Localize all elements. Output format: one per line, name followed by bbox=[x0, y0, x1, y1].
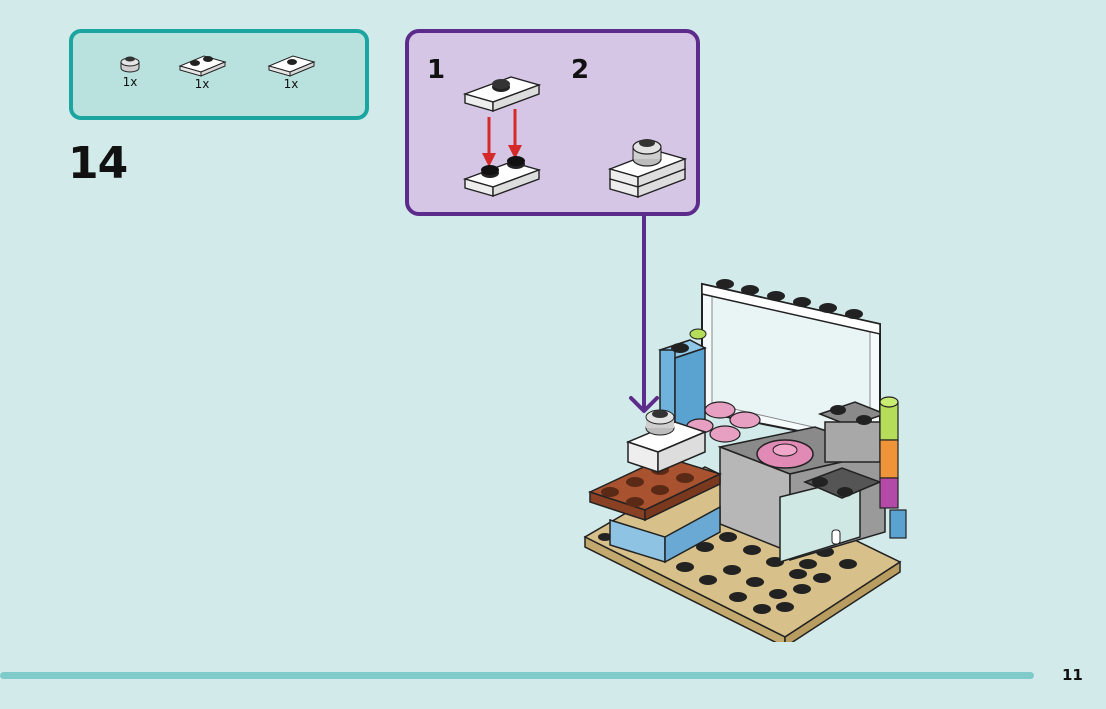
red-arrow-icon bbox=[482, 109, 522, 167]
substep-1-label: 1 bbox=[427, 55, 446, 85]
new-part-highlight bbox=[625, 409, 708, 474]
part-item-round: 1x bbox=[95, 53, 165, 88]
pink-dish bbox=[756, 439, 814, 469]
part-item-plate: 1x bbox=[167, 53, 237, 90]
substep-2-label: 2 bbox=[571, 55, 590, 85]
part-item-jumper: 1x bbox=[256, 53, 326, 90]
footer-bar bbox=[0, 672, 1034, 679]
substep-1-illustration bbox=[462, 76, 542, 198]
substep-callout: 1 2 bbox=[405, 29, 700, 216]
brown-desk bbox=[587, 456, 723, 564]
round-tile-part-icon bbox=[120, 56, 140, 73]
jumper-plate-part-icon bbox=[267, 55, 316, 77]
part-quantity: 1x bbox=[122, 75, 138, 89]
model-illustration bbox=[583, 279, 907, 642]
plate-1x2-part-icon bbox=[178, 55, 227, 77]
part-quantity: 1x bbox=[283, 77, 299, 91]
part-quantity: 1x bbox=[194, 77, 210, 91]
parts-list-box: 1x 1x 1x bbox=[69, 29, 369, 120]
page-number: 11 bbox=[1062, 666, 1083, 684]
step-number: 14 bbox=[68, 138, 128, 189]
substep-2-illustration bbox=[607, 139, 688, 199]
colored-bricks-stack bbox=[879, 396, 907, 539]
